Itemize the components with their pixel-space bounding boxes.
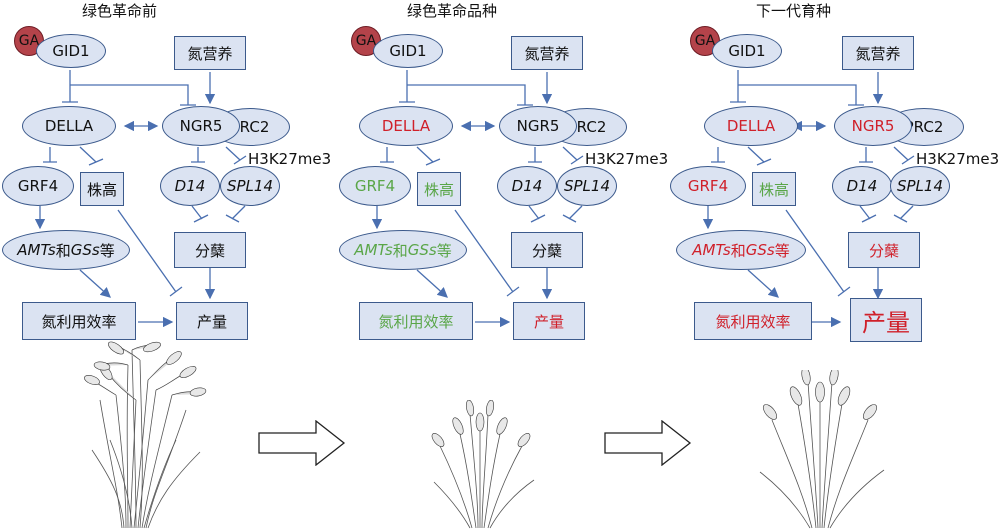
gss-text: GSs <box>745 241 775 259</box>
panel-before-green-revolution: 绿色革命前 GA GID1 氮营养 DELLA PRC2 NGR5 H3K27m… <box>0 0 334 345</box>
plant-height-node: 株高 <box>752 172 796 206</box>
yield-node: 产量 <box>513 302 585 340</box>
nitrogen-use-efficiency-node: 氮利用效率 <box>359 302 473 340</box>
tillering-node: 分蘖 <box>848 232 920 268</box>
ngr5-node: NGR5 <box>499 106 577 146</box>
pathway-connectors <box>371 70 584 328</box>
plant-height-node: 株高 <box>417 172 461 206</box>
etc-text: 等 <box>436 241 452 260</box>
tillering-node: 分蘖 <box>174 232 246 268</box>
amts-text: AMTs <box>692 241 731 259</box>
ngr5-node: NGR5 <box>834 106 912 146</box>
d14-node: D14 <box>832 166 892 206</box>
and-text: 和 <box>55 241 71 260</box>
and-text: 和 <box>392 241 408 260</box>
etc-text: 等 <box>774 241 790 260</box>
panel-title: 下一代育种 <box>756 2 832 20</box>
plant-height-node: 株高 <box>80 172 124 206</box>
della-node: DELLA <box>359 106 453 146</box>
gss-text: GSs <box>407 241 437 259</box>
grf4-node: GRF4 <box>2 166 74 206</box>
rice-plant-short-illustration <box>431 400 535 529</box>
panel-next-generation-breeding: 下一代育种 GA GID1 氮营养 DELLA PRC2 NGR5 H3K27m… <box>668 0 1000 345</box>
tillering-node: 分蘖 <box>511 232 583 268</box>
della-node: DELLA <box>704 106 798 146</box>
rice-plant-tall-illustration <box>84 341 207 529</box>
panel-green-revolution-varieties: 绿色革命品种 GA GID1 氮营养 DELLA PRC2 NGR5 H3K27… <box>337 0 671 345</box>
grf4-node: GRF4 <box>339 166 411 206</box>
pathway-connectors <box>34 70 247 328</box>
rice-plant-improved-illustration <box>759 370 885 529</box>
h3k27me3-label: H3K27me3 <box>248 150 332 168</box>
gid1-node: GID1 <box>712 34 782 68</box>
spl14-node: SPL14 <box>557 166 617 206</box>
nitrogen-nutrition-node: 氮营养 <box>842 36 914 70</box>
yield-node: 产量 <box>850 298 922 342</box>
panel-title: 绿色革命品种 <box>407 2 498 20</box>
ga-node: GA <box>690 26 720 56</box>
gid1-node: GID1 <box>373 34 443 68</box>
amts-text: AMTs <box>17 241 56 259</box>
h3k27me3-label: H3K27me3 <box>585 150 669 168</box>
ngr5-node: NGR5 <box>162 106 240 146</box>
right-arrow-icon <box>258 420 346 466</box>
nitrogen-use-efficiency-node: 氮利用效率 <box>22 302 136 340</box>
amts-text: AMTs <box>354 241 393 259</box>
and-text: 和 <box>730 241 746 260</box>
spl14-node: SPL14 <box>890 166 950 206</box>
h3k27me3-label: H3K27me3 <box>916 150 1000 168</box>
right-arrow-icon <box>604 420 692 466</box>
nitrogen-use-efficiency-node: 氮利用效率 <box>694 302 812 340</box>
d14-node: D14 <box>497 166 557 206</box>
d14-node: D14 <box>160 166 220 206</box>
gid1-node: GID1 <box>36 34 106 68</box>
panel-title: 绿色革命前 <box>82 2 158 20</box>
pathway-connectors <box>702 70 915 328</box>
nitrogen-nutrition-node: 氮营养 <box>511 36 583 70</box>
ga-node: GA <box>351 26 381 56</box>
yield-node: 产量 <box>176 302 248 340</box>
nitrogen-nutrition-node: 氮营养 <box>174 36 246 70</box>
grf4-node: GRF4 <box>670 166 746 206</box>
della-node: DELLA <box>22 106 116 146</box>
gss-text: GSs <box>70 241 100 259</box>
etc-text: 等 <box>99 241 115 260</box>
spl14-node: SPL14 <box>220 166 280 206</box>
